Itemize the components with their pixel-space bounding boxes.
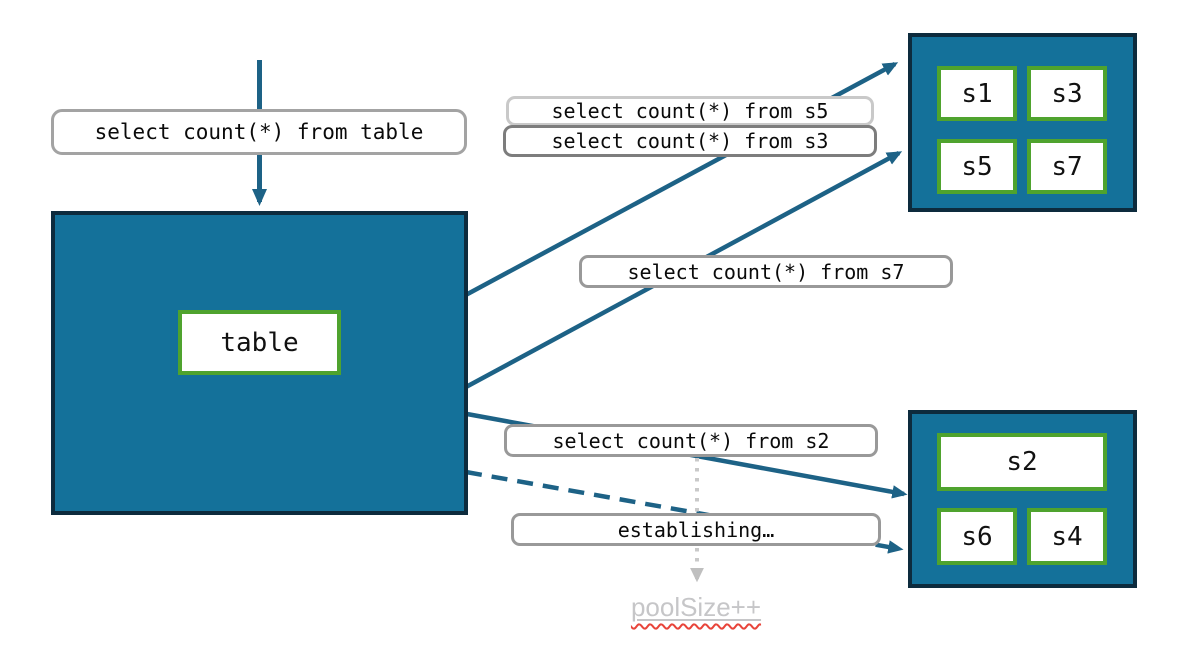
shard-group-bottom-box: s2 s6 s4	[908, 410, 1137, 588]
shard-cell-s1-text: s1	[961, 78, 993, 109]
label-query-s5-text: select count(*) from s5	[551, 99, 829, 123]
shard-cell-s3-text: s3	[1051, 78, 1083, 109]
shard-group-top-box: s1 s3 s5 s7	[908, 33, 1137, 212]
shard-cell-s2: s2	[937, 433, 1107, 491]
main-table-box: table	[51, 211, 468, 515]
label-query-s5: select count(*) from s5	[506, 96, 874, 126]
main-table-label-text: table	[220, 327, 299, 358]
label-query-table: select count(*) from table	[51, 109, 467, 155]
label-query-s7: select count(*) from s7	[579, 255, 953, 288]
poolsize-annotation-text: poolSize++	[630, 592, 762, 622]
shard-cell-s7: s7	[1027, 139, 1107, 194]
shard-cell-s5: s5	[937, 139, 1017, 194]
label-query-s2: select count(*) from s2	[504, 424, 878, 457]
label-query-s7-text: select count(*) from s7	[627, 259, 905, 284]
label-query-s3: select count(*) from s3	[503, 125, 877, 157]
poolsize-annotation: poolSize++	[610, 592, 782, 623]
label-establishing: establishing…	[511, 513, 881, 546]
shard-cell-s4: s4	[1027, 508, 1107, 565]
label-query-table-text: select count(*) from table	[94, 120, 424, 144]
label-establishing-text: establishing…	[617, 517, 775, 542]
main-table-label-cell: table	[178, 310, 341, 375]
shard-cell-s2-text: s2	[1006, 447, 1038, 477]
shard-cell-s5-text: s5	[961, 151, 993, 182]
shard-cell-s1: s1	[937, 66, 1017, 121]
shard-cell-s3: s3	[1027, 66, 1107, 121]
label-query-s3-text: select count(*) from s3	[551, 129, 829, 153]
shard-cell-s6: s6	[937, 508, 1017, 565]
shard-cell-s4-text: s4	[1051, 521, 1083, 552]
label-query-s2-text: select count(*) from s2	[552, 428, 830, 453]
shard-cell-s7-text: s7	[1051, 151, 1083, 182]
shard-cell-s6-text: s6	[961, 521, 993, 552]
